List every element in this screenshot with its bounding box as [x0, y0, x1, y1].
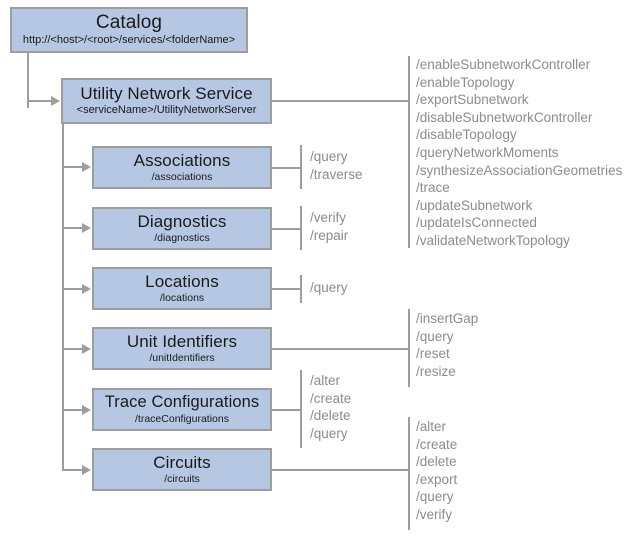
- connector-unit-identifiers-to-ops: [272, 348, 410, 350]
- operations-list-diagnostics: /verify/repair: [310, 209, 348, 244]
- connector-trunk-to-unit-identifiers: [62, 348, 84, 350]
- operation-item: /query: [416, 489, 454, 505]
- operations-list-circuits: /alter/create/delete/export/query/verify: [416, 418, 457, 524]
- operation-item: /create: [310, 390, 352, 406]
- node-utility-network-service[interactable]: Utility Network Service <serviceName>/Ut…: [61, 78, 272, 124]
- operation-item: /verify: [310, 210, 347, 225]
- connector-circuits-to-ops: [272, 469, 410, 471]
- connector-trunk-to-circuits: [62, 469, 84, 471]
- operation-item: /query: [416, 328, 454, 344]
- operation-item: /validateNetworkTopology: [416, 232, 570, 248]
- node-circuits[interactable]: Circuits /circuits: [92, 448, 272, 491]
- node-locations-title: Locations: [145, 272, 219, 292]
- connector-trace-configurations-to-ops: [272, 409, 302, 411]
- arrowhead-associations: [82, 162, 91, 172]
- operation-item: /reset: [416, 346, 450, 362]
- operation-item: /export: [416, 471, 458, 487]
- operations-list-locations: /query: [310, 279, 348, 297]
- operations-list-associations: /query/traverse: [310, 148, 363, 183]
- node-unit-identifiers[interactable]: Unit Identifiers /unitIdentifiers: [92, 327, 272, 370]
- node-associations[interactable]: Associations /associations: [92, 146, 272, 189]
- connector-diagnostics-to-ops: [272, 228, 302, 230]
- operation-item: /query: [310, 280, 348, 295]
- bracket-locations-ops: [300, 275, 302, 303]
- operations-list-unit-identifiers: /insertGap/query/reset/resize: [416, 310, 478, 380]
- node-locations[interactable]: Locations /locations: [92, 267, 272, 310]
- node-associations-title: Associations: [133, 151, 231, 171]
- connector-associations-to-ops: [272, 167, 302, 169]
- node-catalog[interactable]: Catalog http://<host>/<root>/services/<f…: [10, 7, 248, 53]
- arrowhead-diagnostics: [82, 223, 91, 233]
- operation-item: /traverse: [310, 166, 363, 182]
- operation-item: /updateSubnetwork: [416, 197, 533, 213]
- operation-item: /alter: [310, 373, 341, 388]
- node-utility-network-service-title: Utility Network Service: [80, 84, 253, 104]
- node-circuits-path: /circuits: [164, 472, 200, 485]
- node-catalog-path: http://<host>/<root>/services/<folderNam…: [22, 34, 236, 47]
- connector-catalog-trunk: [27, 53, 29, 108]
- connector-trunk-to-trace-configurations: [62, 409, 84, 411]
- connector-uns-to-ops: [272, 100, 410, 102]
- operation-item: /repair: [310, 227, 349, 243]
- arrowhead-catalog-to-uns: [51, 96, 60, 106]
- connector-catalog-to-uns: [27, 100, 53, 102]
- operation-item: /create: [416, 436, 458, 452]
- connector-trunk-to-associations: [62, 166, 84, 168]
- arrowhead-trace-configurations: [82, 405, 91, 415]
- operation-item: /resize: [416, 363, 456, 379]
- operation-item: /verify: [416, 506, 453, 522]
- node-circuits-title: Circuits: [153, 453, 211, 473]
- operation-item: /insertGap: [416, 311, 479, 326]
- bracket-circuits-ops: [408, 417, 410, 530]
- connector-trunk-to-locations: [62, 288, 84, 290]
- operation-item: /queryNetworkMoments: [416, 144, 559, 160]
- node-diagnostics-title: Diagnostics: [137, 212, 227, 232]
- node-diagnostics-path: /diagnostics: [154, 231, 210, 244]
- operation-item: /enableSubnetworkController: [416, 57, 591, 72]
- bracket-trace-configurations-ops: [300, 370, 302, 448]
- node-trace-configurations-title: Trace Configurations: [104, 393, 260, 412]
- bracket-associations-ops: [300, 145, 302, 189]
- bracket-uns-ops: [408, 56, 410, 248]
- node-catalog-title: Catalog: [95, 12, 163, 34]
- operation-item: /disableSubnetworkController: [416, 109, 593, 125]
- arrowhead-locations: [82, 284, 91, 294]
- node-trace-configurations[interactable]: Trace Configurations /traceConfiguration…: [92, 388, 272, 431]
- operation-item: /query: [310, 425, 348, 441]
- operation-item: /updateIsConnected: [416, 215, 537, 231]
- operation-item: /exportSubnetwork: [416, 92, 529, 108]
- arrowhead-circuits: [82, 465, 91, 475]
- bracket-unit-identifiers-ops: [408, 309, 410, 387]
- operation-item: /disableTopology: [416, 127, 517, 143]
- node-unit-identifiers-path: /unitIdentifiers: [149, 351, 215, 364]
- arrowhead-unit-identifiers: [82, 344, 91, 354]
- node-diagnostics[interactable]: Diagnostics /diagnostics: [92, 207, 272, 250]
- operation-item: /enableTopology: [416, 74, 515, 90]
- operation-item: /alter: [416, 419, 447, 434]
- connector-locations-to-ops: [272, 288, 302, 290]
- operation-item: /query: [310, 149, 348, 164]
- node-trace-configurations-path: /traceConfigurations: [135, 412, 229, 425]
- connector-trunk-to-diagnostics: [62, 227, 84, 229]
- node-associations-path: /associations: [151, 170, 213, 183]
- operations-list-utility-network-service: /enableSubnetworkController/enableTopolo…: [416, 56, 622, 250]
- node-unit-identifiers-title: Unit Identifiers: [126, 332, 238, 352]
- node-locations-path: /locations: [159, 291, 205, 304]
- operation-item: /synthesizeAssociationGeometries: [416, 162, 623, 178]
- operation-item: /delete: [416, 454, 457, 470]
- bracket-diagnostics-ops: [300, 206, 302, 250]
- operation-item: /delete: [310, 408, 351, 424]
- operation-item: /trace: [416, 180, 450, 196]
- node-utility-network-service-path: <serviceName>/UtilityNetworkServer: [76, 104, 257, 117]
- connector-uns-trunk: [62, 124, 64, 471]
- operations-list-trace-configurations: /alter/create/delete/query: [310, 372, 351, 442]
